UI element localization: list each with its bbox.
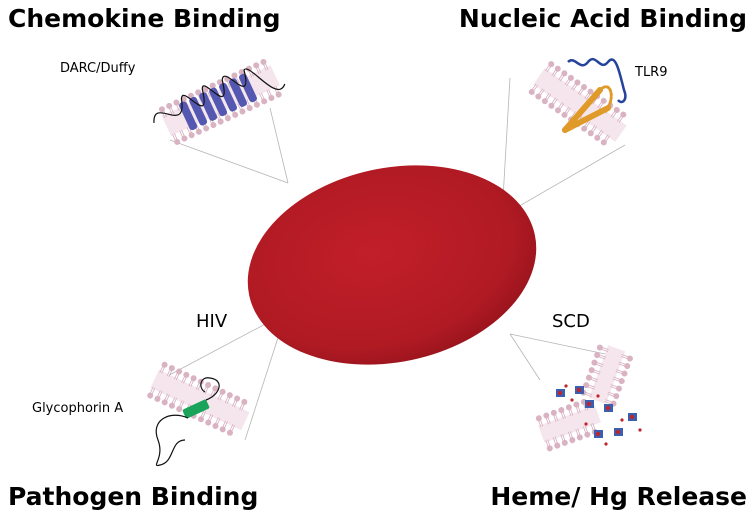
label-tlr9: TLR9	[634, 65, 668, 80]
connector-lines	[159, 77, 626, 441]
heading-pathogen-binding: Pathogen Binding	[8, 482, 258, 511]
label-darc-duffy: DARC/Duffy	[60, 61, 136, 76]
heading-nucleic-acid-binding: Nucleic Acid Binding	[459, 4, 747, 33]
lipid-heads-top-left	[153, 57, 286, 147]
heading-heme-hg-release: Heme/ Hg Release	[490, 482, 747, 511]
heme-release-inset	[534, 343, 642, 453]
tlr9-membrane-inset	[527, 57, 629, 148]
heme-molecules	[556, 384, 642, 446]
nucleic-acid-strand	[567, 57, 627, 104]
red-blood-cell	[247, 165, 537, 365]
glycophorin-protein	[182, 399, 210, 419]
glycophorin-membrane-inset	[145, 360, 250, 467]
darc-membrane-inset	[153, 57, 286, 147]
tlr9-protein	[562, 85, 613, 133]
glycophorin-chain	[155, 414, 189, 467]
label-hiv: HIV	[196, 311, 228, 332]
heading-chemokine-binding: Chemokine Binding	[8, 4, 281, 33]
label-scd: SCD	[552, 311, 590, 332]
label-glycophorin-a: Glycophorin A	[32, 401, 123, 416]
